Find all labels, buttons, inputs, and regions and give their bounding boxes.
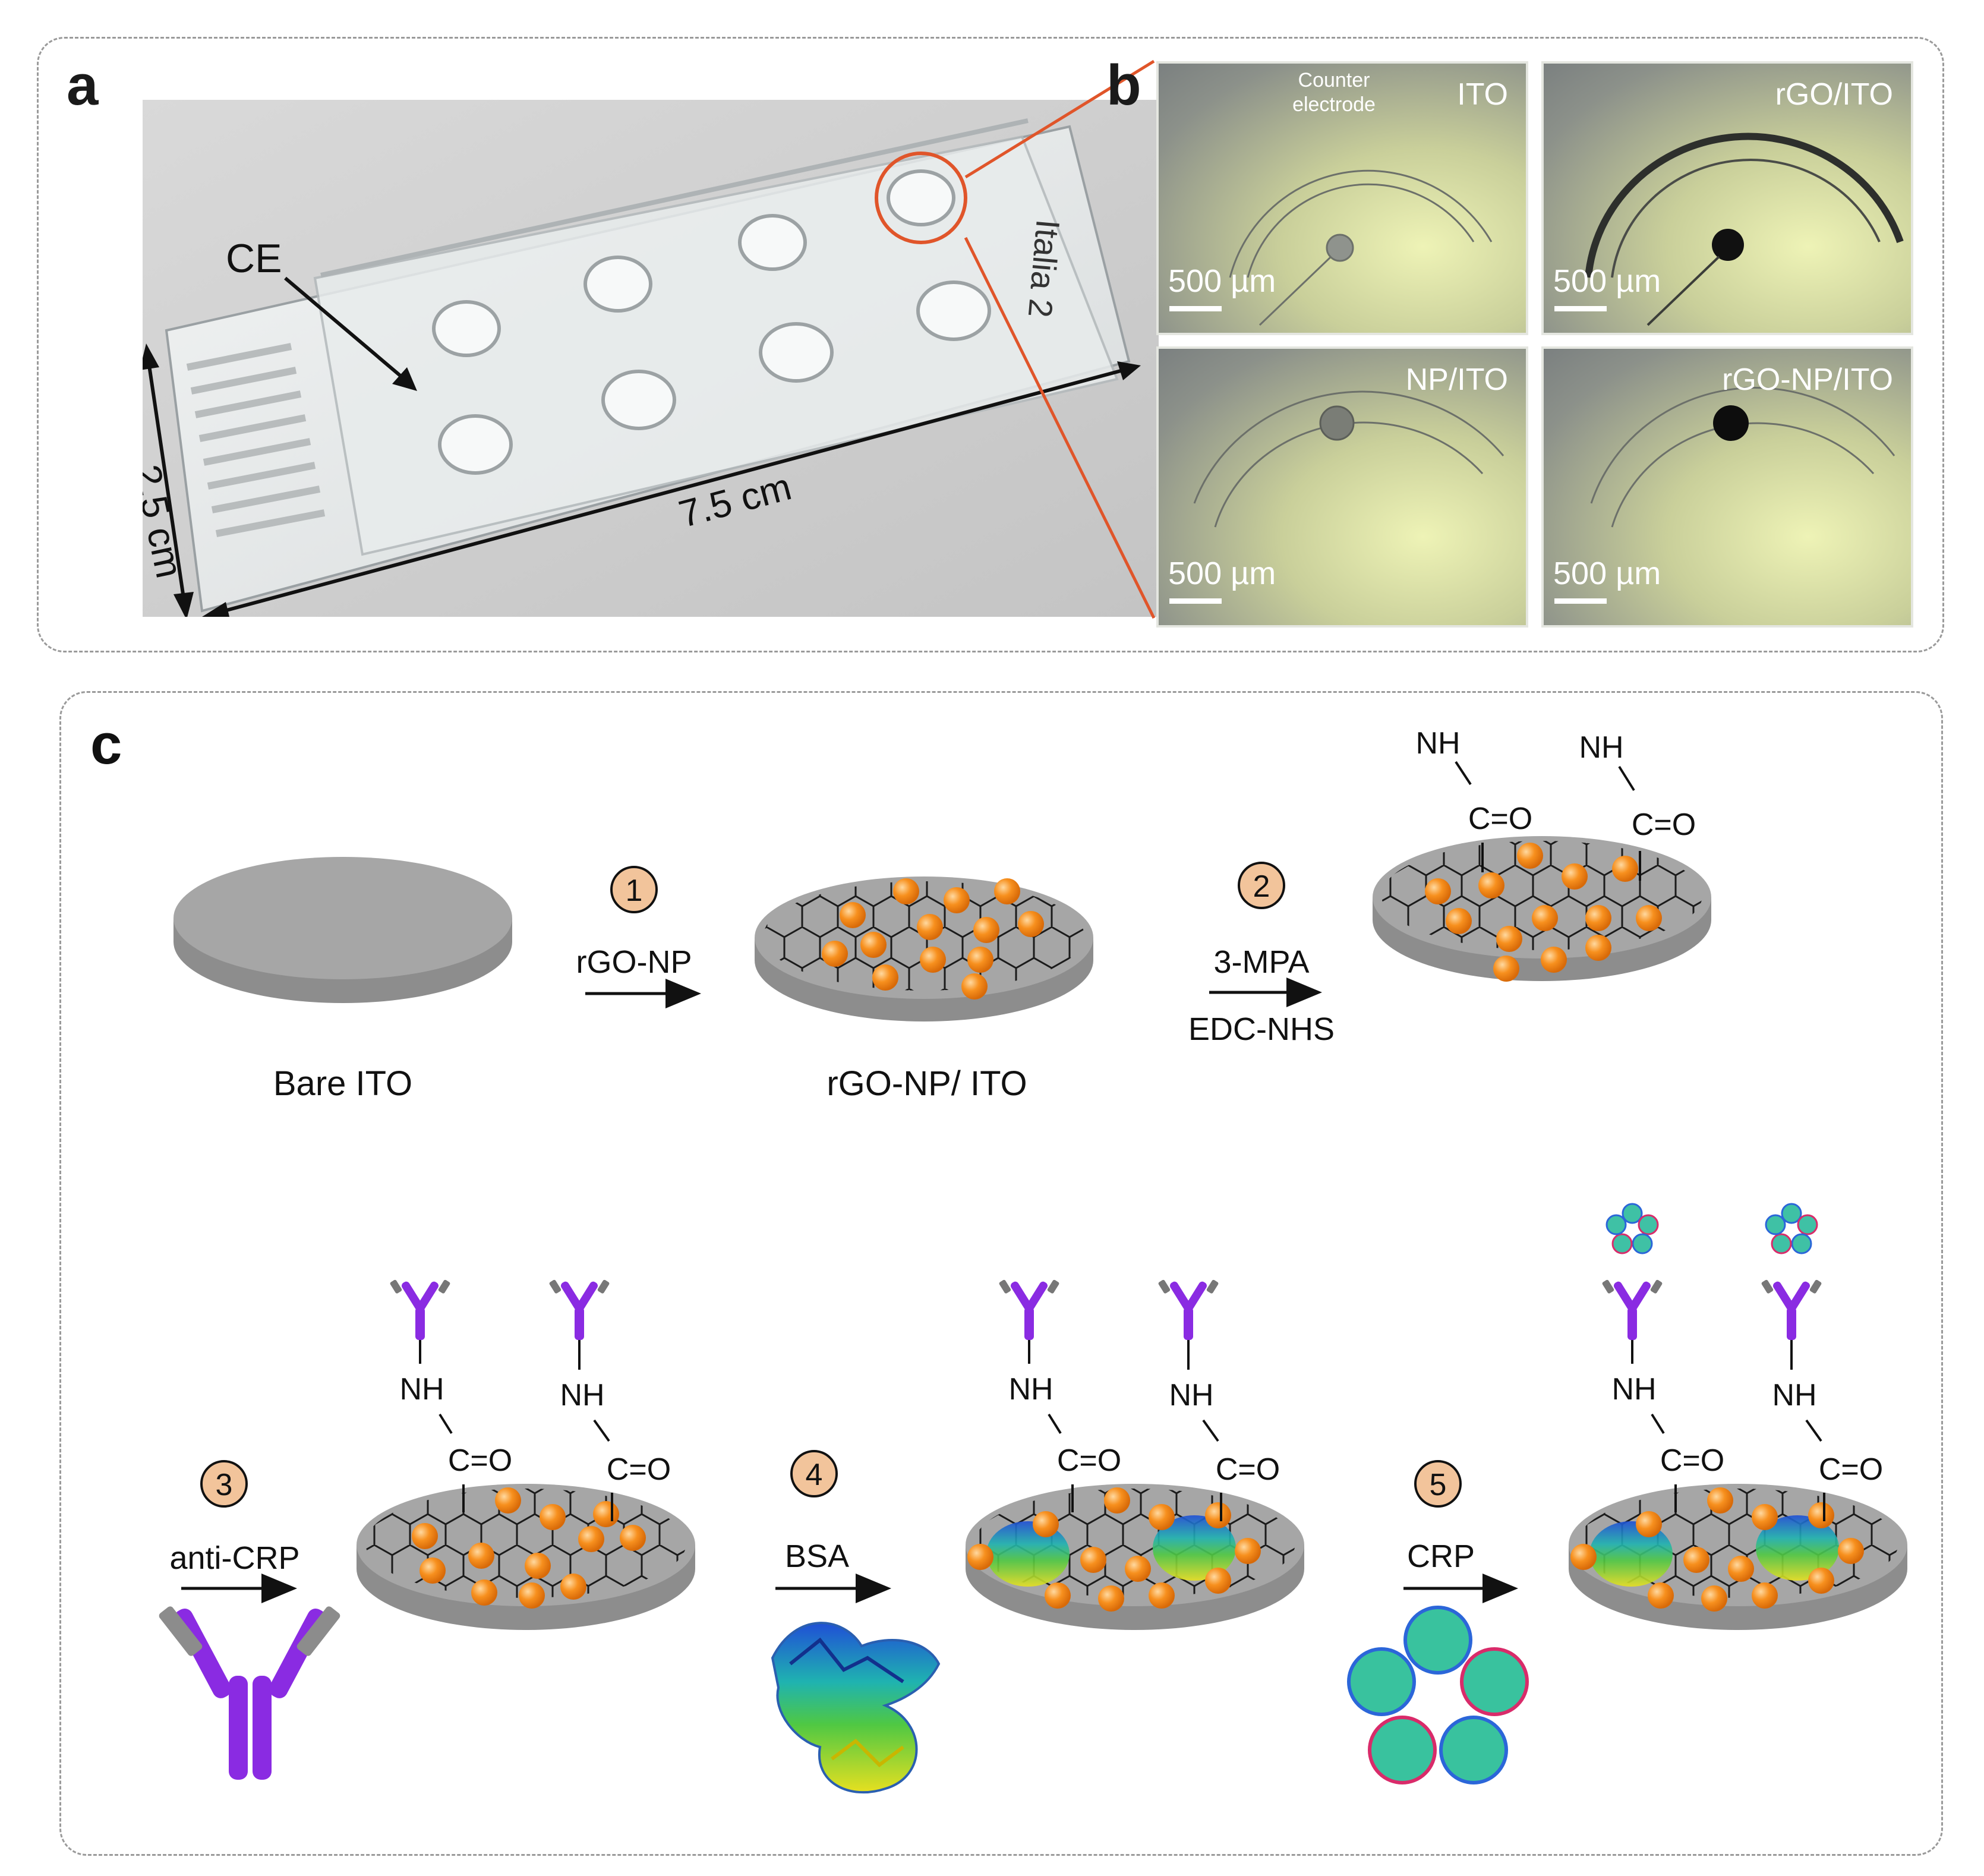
micrograph-np-ito: NP/ITO 500 µm xyxy=(1156,346,1528,628)
micrograph-rgo-ito: rGO/ITO 500 µm xyxy=(1541,61,1913,335)
rgo-np-disc xyxy=(755,876,1093,1021)
step-4-marker: 4 xyxy=(790,1450,838,1497)
handwriting: Italia 2 xyxy=(1021,218,1067,319)
antibody-disc xyxy=(357,1279,695,1630)
ce-arrow xyxy=(284,276,411,386)
step-2-reagent-2: EDC-NHS xyxy=(1188,1011,1335,1047)
scale-bar xyxy=(1554,598,1607,604)
electrode-leads xyxy=(186,343,326,537)
nh-label: NH xyxy=(1415,726,1460,761)
svg-text:3: 3 xyxy=(216,1468,233,1502)
scale-bar xyxy=(1169,598,1222,604)
co-label: C=O xyxy=(1632,808,1696,842)
bsa-protein-icon xyxy=(771,1622,941,1794)
bare-ito-disc xyxy=(174,857,512,1003)
width-arrow xyxy=(147,361,186,603)
step-3-reagent: anti-CRP xyxy=(169,1540,299,1576)
crp-bound-disc xyxy=(1569,1203,1907,1630)
nh-label: NH xyxy=(1169,1378,1213,1412)
co-label: C=O xyxy=(1468,802,1532,836)
wells xyxy=(432,169,991,475)
step-5-marker: 5 xyxy=(1414,1460,1462,1508)
counter-electrode-label: Counter electrode xyxy=(1292,69,1376,116)
micrograph-ito: Counter electrode ITO 500 µm xyxy=(1156,61,1528,335)
panel-ab-frame xyxy=(37,37,1944,652)
nh-label: NH xyxy=(1772,1378,1816,1412)
step-1-marker: 1 xyxy=(610,866,658,913)
ce-label: CE xyxy=(226,236,282,281)
panel-c-frame xyxy=(59,691,1943,1856)
panel-b-label: b xyxy=(1106,53,1141,117)
co-label: C=O xyxy=(1660,1443,1724,1478)
nanoparticles xyxy=(822,878,1044,1000)
scale-bar-text: 500 µm xyxy=(1168,263,1276,299)
scale-bar-text: 500 µm xyxy=(1553,263,1661,299)
svg-text:5: 5 xyxy=(1430,1468,1447,1502)
mpa-disc xyxy=(1373,761,1711,982)
top-channel xyxy=(320,118,1029,278)
step-1-reagent: rGO-NP xyxy=(576,944,692,980)
nh-label: NH xyxy=(1008,1372,1053,1407)
crp-protein-icon xyxy=(1347,1606,1529,1784)
scale-bar-text: 500 µm xyxy=(1553,556,1661,591)
svg-text:4: 4 xyxy=(806,1458,823,1492)
panel-a-label: a xyxy=(67,53,99,117)
step-2-marker: 2 xyxy=(1238,862,1285,909)
scale-bar xyxy=(1169,306,1222,311)
micrograph-tag: rGO/ITO xyxy=(1775,77,1893,112)
step-3-marker: 3 xyxy=(200,1460,248,1508)
micrograph-tag: NP/ITO xyxy=(1405,362,1508,397)
micrograph-tag: ITO xyxy=(1457,77,1508,112)
highlight-circle xyxy=(875,152,967,244)
bare-ito-label: Bare ITO xyxy=(273,1064,412,1103)
co-label: C=O xyxy=(1057,1443,1121,1478)
panel-c-label: c xyxy=(90,712,122,776)
micrograph-tag: rGO-NP/ITO xyxy=(1722,362,1893,397)
co-label: C=O xyxy=(607,1452,671,1487)
chip-photo: Italia 2 CE 2.5 cm 7.5 cm xyxy=(143,100,1159,617)
co-label: C=O xyxy=(1819,1452,1883,1487)
nh-label: NH xyxy=(560,1378,604,1412)
step-2-reagent-1: 3-MPA xyxy=(1213,944,1309,980)
svg-text:1: 1 xyxy=(626,874,643,908)
rgo-np-ito-label: rGO-NP/ ITO xyxy=(827,1064,1027,1103)
micrograph-rgo-np-ito: rGO-NP/ITO 500 µm xyxy=(1541,346,1913,628)
bsa-disc xyxy=(966,1279,1304,1630)
nh-label: NH xyxy=(399,1372,444,1407)
nh-label: NH xyxy=(1611,1372,1656,1407)
antibody-icon xyxy=(159,1606,340,1780)
step-4-reagent: BSA xyxy=(785,1538,849,1574)
scale-bar xyxy=(1554,306,1607,311)
svg-text:2: 2 xyxy=(1253,869,1270,904)
scale-bar-text: 500 µm xyxy=(1168,556,1276,591)
co-label: C=O xyxy=(1216,1452,1280,1487)
length-arrow xyxy=(219,368,1124,614)
nh-label: NH xyxy=(1579,730,1623,765)
step-5-reagent: CRP xyxy=(1407,1538,1475,1574)
co-label: C=O xyxy=(448,1443,512,1478)
